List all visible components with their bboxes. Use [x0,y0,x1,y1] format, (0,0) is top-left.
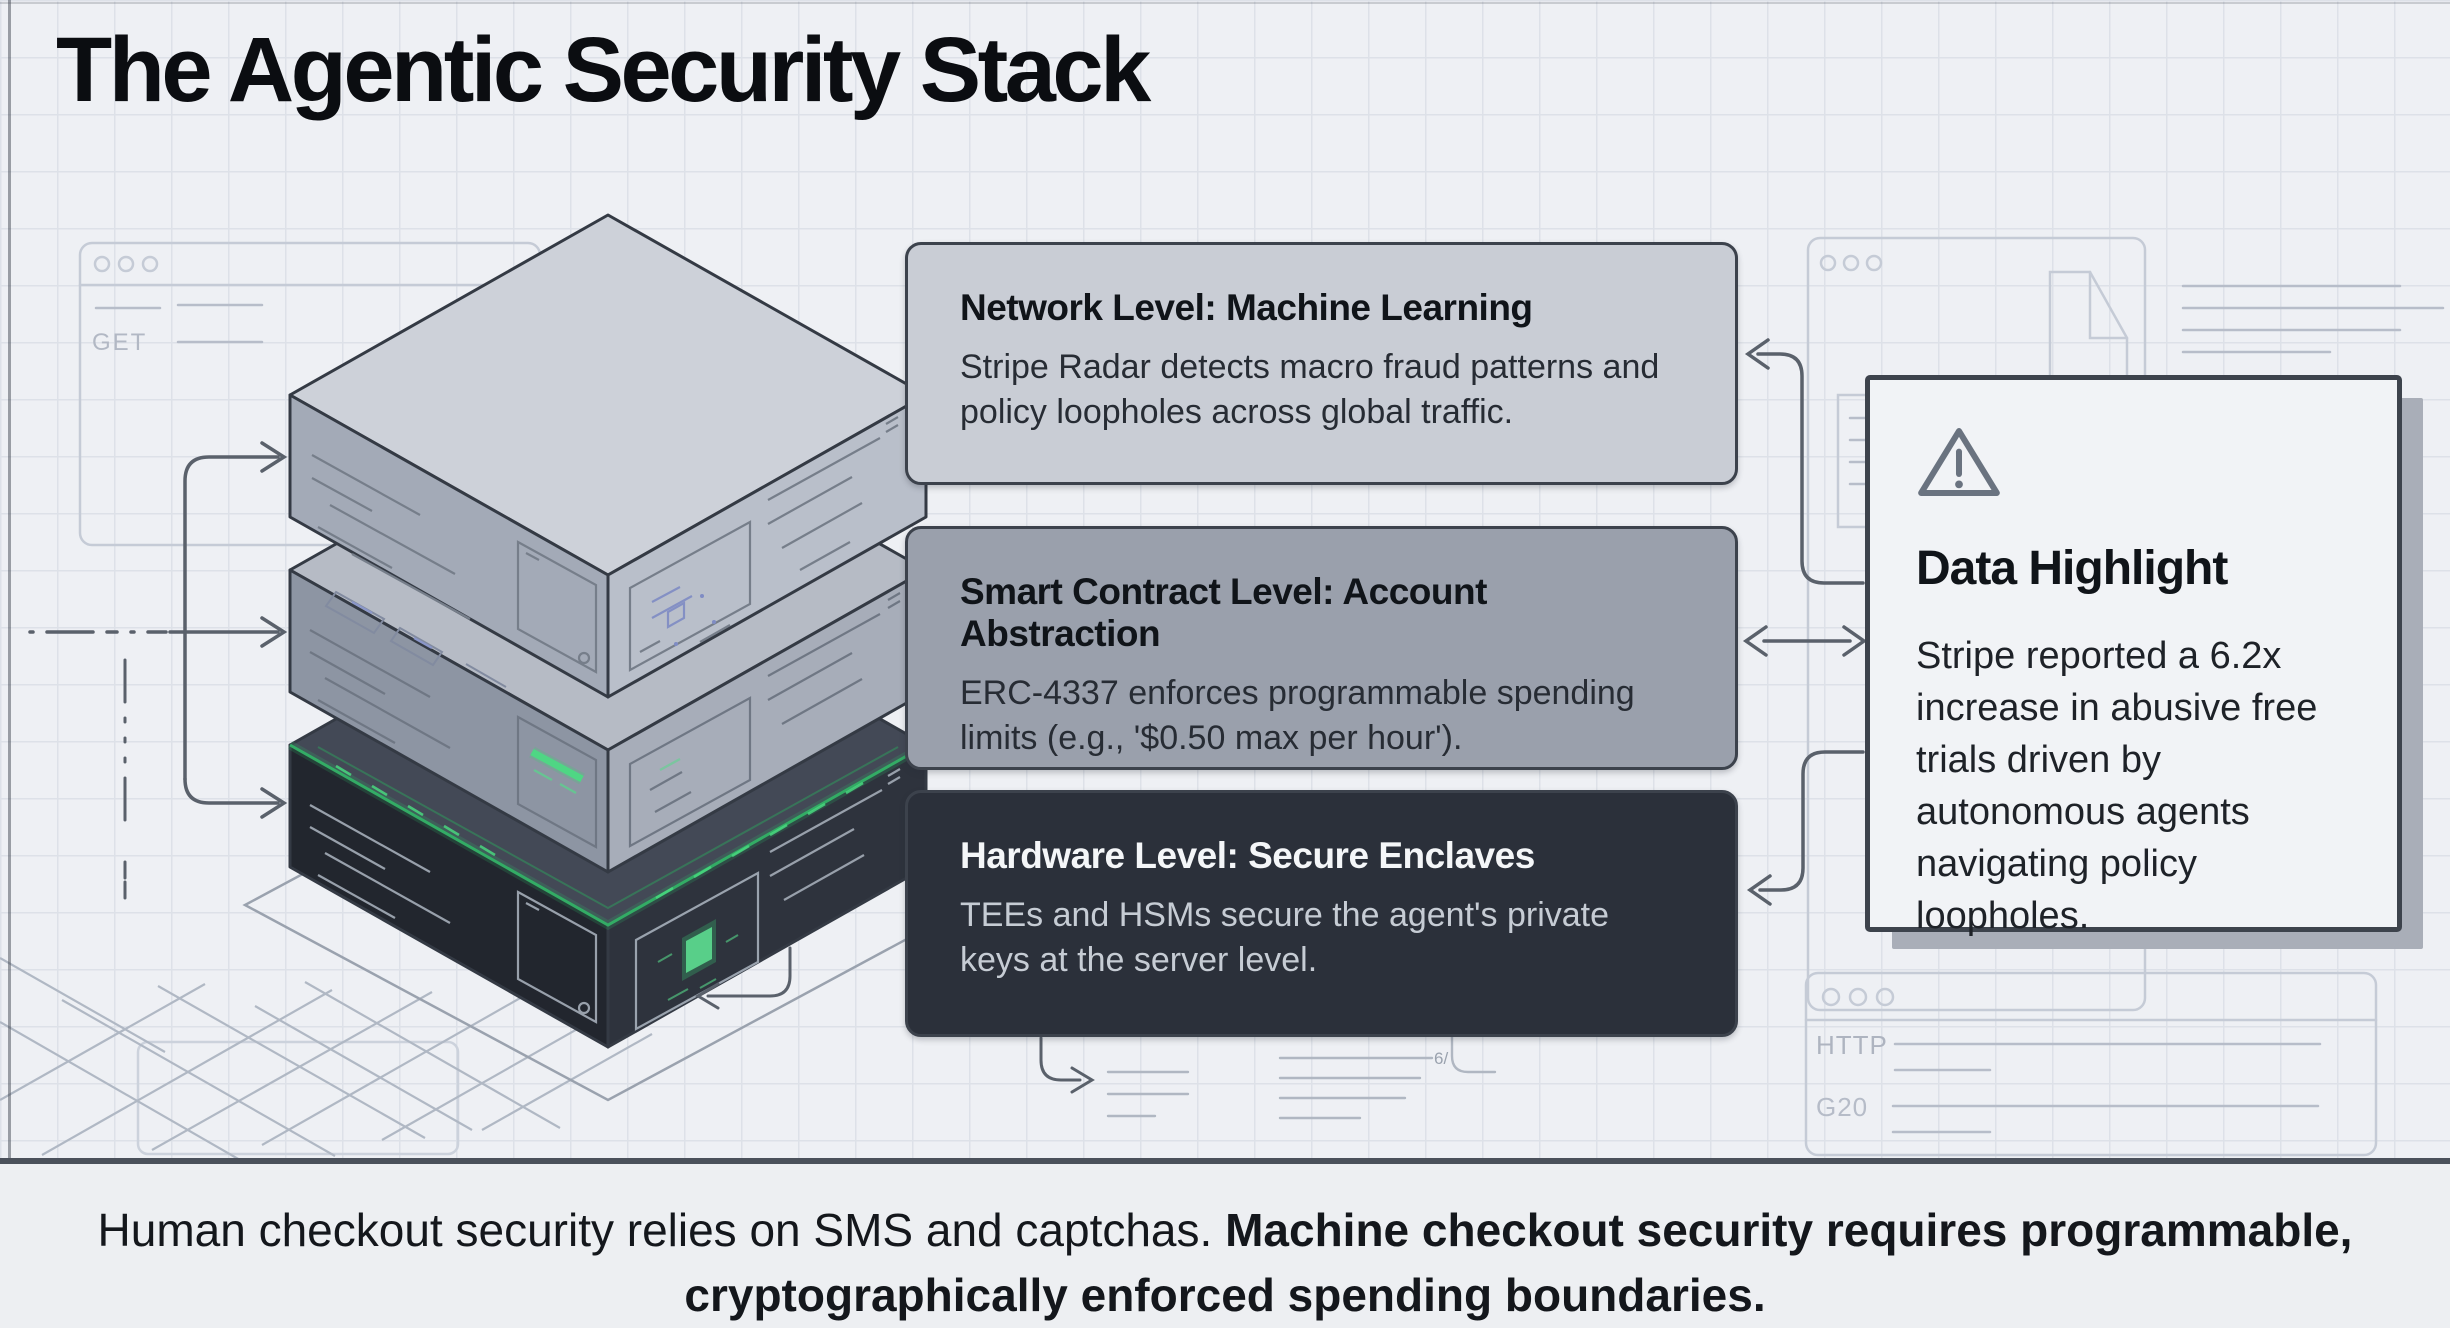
browser-wireframe-bottom [1804,971,2378,1157]
left-fork-connector [28,441,288,904]
arrow-right-icon [260,441,288,473]
card-contract-heading: Smart Contract Level: Account Abstractio… [960,571,1487,654]
card-hardware-heading: Hardware Level: Secure Enclaves [960,835,1535,876]
crosshatch-sketch [0,957,653,1161]
card-hardware-body: TEEs and HSMs secure the agent's private… [960,896,1610,979]
sketch-label-g20: G20 [1816,1092,1868,1122]
card-network-level: Network Level: Machine Learning Stripe R… [905,242,1738,485]
stack-box-network-details [311,416,899,674]
arrow-left-icon [1744,338,1770,370]
stack-box-hardware-details [287,741,929,1031]
footer-text: Human checkout security relies on SMS an… [85,1198,2365,1328]
highlight-connectors [1742,338,1868,906]
card-hardware-level: Hardware Level: Secure Enclaves TEEs and… [905,790,1738,1037]
arrow-right-icon [1070,1066,1095,1094]
sketch-mark: 6/ [1434,1049,1448,1068]
sketch-label-get: GET [92,329,147,356]
stack-box-network [288,213,928,699]
warning-triangle-icon [1918,428,2000,496]
arrow-right-icon [1842,625,1868,657]
data-highlight-title: Data Highlight [1916,542,2228,595]
card-smart-contract-level: Smart Contract Level: Account Abstractio… [905,526,1738,770]
sketch-label-http: HTTP [1816,1030,1888,1060]
data-highlight-panel: Data Highlight Stripe reported a 6.2x in… [1865,375,2402,937]
data-highlight-body: Stripe reported a 6.2x increase in abusi… [1916,635,2318,938]
footer-text-bold: Machine checkout security requires progr… [684,1204,2353,1322]
stack-box-contract-details [309,590,901,849]
arrow-right-icon [260,616,288,648]
frame-edge-top [0,2,2450,4]
arrow-left-icon [1746,874,1772,906]
card-network-body: Stripe Radar detects macro fraud pattern… [960,348,1660,431]
footer-text-normal: Human checkout security relies on SMS an… [97,1204,1213,1256]
card-network-heading: Network Level: Machine Learning [960,287,1533,328]
card-contract-body: ERC-4337 enforces programmable spending … [960,674,1635,757]
arrow-left-icon [1742,625,1768,657]
bottom-elbow-arrows [695,946,1095,1094]
arrow-left-icon [695,982,720,1010]
arrow-right-icon [260,787,288,819]
footer-bar: Human checkout security relies on SMS an… [0,1158,2450,1328]
frame-edge-left [8,0,11,1158]
sketch-lines-below-card [1106,1028,1497,1120]
page-title: The Agentic Security Stack [56,19,1151,121]
